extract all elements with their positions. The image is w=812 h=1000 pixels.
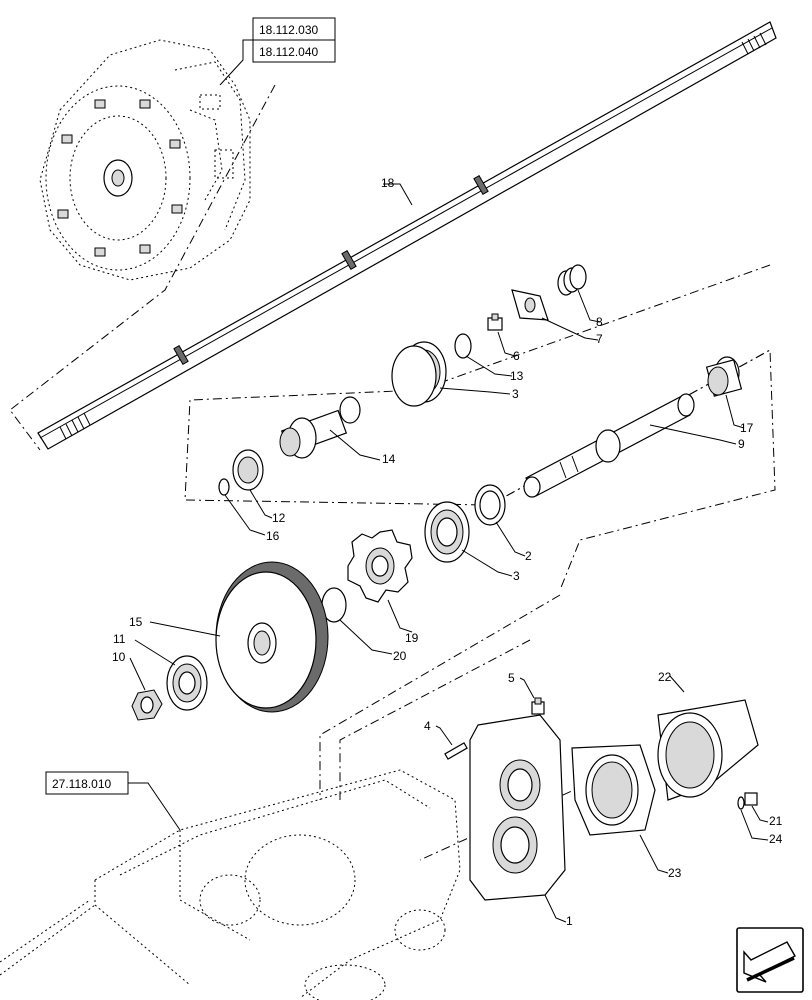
callout-19: 19 <box>405 631 419 645</box>
large-gear-part-15 <box>215 561 329 713</box>
callout-16: 16 <box>266 529 280 543</box>
housing-cover-part-1 <box>469 714 566 901</box>
callout-6: 6 <box>513 349 520 363</box>
engine-flywheel-sketch <box>39 39 251 281</box>
plate-part-7 <box>511 289 549 321</box>
housing-reference-box[interactable]: 27.118.010 <box>45 771 181 831</box>
callout-13: 13 <box>510 369 524 383</box>
bearing-part-3-lower <box>424 501 470 563</box>
screw-part-6 <box>487 313 503 331</box>
callout-10: 10 <box>112 650 126 664</box>
callout-5: 5 <box>508 671 515 685</box>
screw-part-5 <box>531 697 545 715</box>
bearing-part-11 <box>166 655 208 711</box>
transmission-housing-sketch <box>0 769 461 1000</box>
shaft-spline-left <box>59 412 91 440</box>
stud-part-4 <box>444 742 468 760</box>
sprocket-part-19 <box>347 529 413 603</box>
callout-14: 14 <box>382 452 396 466</box>
sleeve-part-17 <box>705 356 743 397</box>
main-shaft <box>37 21 777 450</box>
washer-part-24 <box>737 796 745 810</box>
shaft-spline-right <box>741 32 767 55</box>
callout-23: 23 <box>668 866 682 880</box>
engine-ref-1[interactable]: 18.112.030 <box>259 23 318 37</box>
guard-part-22 <box>657 699 759 801</box>
snap-ring-part-13 <box>454 333 472 359</box>
callout-11: 11 <box>113 632 126 646</box>
gasket-part-23 <box>571 744 656 836</box>
bearing-part-12 <box>232 449 264 491</box>
nut-part-10 <box>131 689 163 721</box>
callout-7: 7 <box>596 332 603 346</box>
snap-ring-part-16 <box>218 478 230 496</box>
spring-part-8 <box>557 264 587 296</box>
callout-20: 20 <box>393 649 407 663</box>
engine-ref-2[interactable]: 18.112.040 <box>259 45 318 59</box>
callout-24: 24 <box>769 832 783 846</box>
callout-18: 18 <box>381 176 395 190</box>
callout-8: 8 <box>596 315 603 329</box>
engine-reference-box[interactable]: 18.112.030 18.112.040 <box>219 17 336 86</box>
callout-9: 9 <box>738 437 745 451</box>
next-page-arrow-icon[interactable] <box>736 927 804 993</box>
callout-22: 22 <box>658 670 672 684</box>
callout-1: 1 <box>566 914 573 928</box>
callout-2: 2 <box>525 549 532 563</box>
callout-15: 15 <box>129 615 143 629</box>
callout-3-upper: 3 <box>512 387 519 401</box>
gear-shaft-part-14 <box>279 396 361 459</box>
callout-4: 4 <box>424 719 431 733</box>
callout-12: 12 <box>272 511 286 525</box>
seal-part-2 <box>474 484 506 526</box>
housing-ref[interactable]: 27.118.010 <box>52 777 111 791</box>
flywheel-bolts <box>57 99 183 257</box>
screw-part-21 <box>744 792 758 806</box>
callout-21: 21 <box>769 814 783 828</box>
output-shaft-part-9 <box>523 393 695 498</box>
callout-3-lower: 3 <box>513 569 520 583</box>
callout-17: 17 <box>740 421 754 435</box>
bearing-part-3-upper <box>391 341 447 407</box>
